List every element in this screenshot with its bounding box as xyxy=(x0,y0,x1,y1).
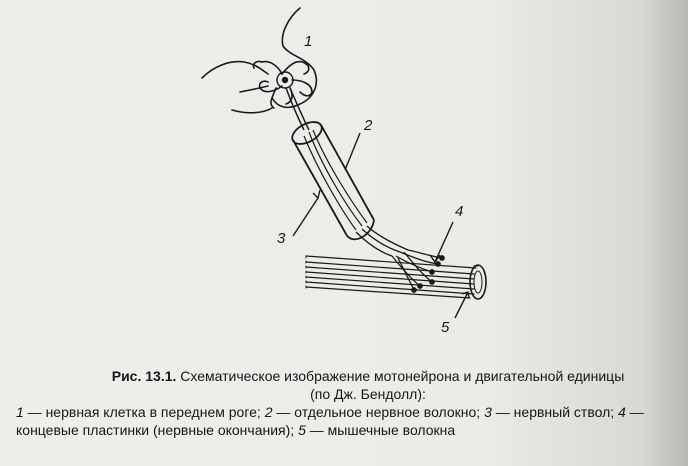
legend-text-5: — мышечные волокна xyxy=(305,422,456,438)
nerve-fiber-axon xyxy=(285,87,310,131)
caption-lead: Рис. 13.1. xyxy=(111,368,177,384)
caption-legend: 1 — нервная клетка в переднем роге; 2 — … xyxy=(16,403,680,439)
spinal-cord-outline xyxy=(201,7,318,114)
leader-4-arrow xyxy=(429,254,441,264)
nerve-cell xyxy=(252,60,313,109)
leader-4 xyxy=(434,221,454,263)
legend-text-3: — нервный ствол; xyxy=(491,404,619,420)
leader-3-arrow xyxy=(312,189,321,200)
leader-5 xyxy=(454,291,469,319)
callout-leaders xyxy=(292,132,470,319)
leader-5-arrow xyxy=(461,291,470,299)
caption-title-line2: (по Дж. Бендолл): xyxy=(310,386,426,402)
leader-2 xyxy=(344,132,361,171)
label-2: 2 xyxy=(363,117,373,134)
nerve-trunk xyxy=(291,121,375,241)
motor-unit-diagram: 1 2 3 4 5 xyxy=(201,7,487,336)
legend-text-4: — концевые пластинки (нервные окончания)… xyxy=(16,404,644,438)
label-4: 4 xyxy=(455,203,463,220)
legend-text-2: — отдельное нервное волокно; xyxy=(272,404,485,420)
figure-caption: Рис. 13.1. Схематическое изображение мот… xyxy=(16,367,680,439)
label-1: 1 xyxy=(304,33,312,50)
label-3: 3 xyxy=(277,230,286,247)
legend-num-4: 4 xyxy=(618,404,626,420)
leader-3 xyxy=(292,197,319,237)
legend-num-3: 3 xyxy=(484,404,492,420)
legend-num-2: 2 xyxy=(264,404,273,420)
legend-num-5: 5 xyxy=(298,422,306,438)
nerve-fibers-to-muscle xyxy=(355,225,409,257)
muscle-fibers xyxy=(305,255,487,300)
label-5: 5 xyxy=(441,319,450,336)
caption-title: Рис. 13.1. Схематическое изображение мот… xyxy=(16,367,680,385)
caption-title-text: Схематическое изображение мотонейрона и … xyxy=(180,368,625,384)
legend-text-1: — нервная клетка в переднем роге; xyxy=(23,404,265,420)
legend-num-1: 1 xyxy=(16,404,24,420)
